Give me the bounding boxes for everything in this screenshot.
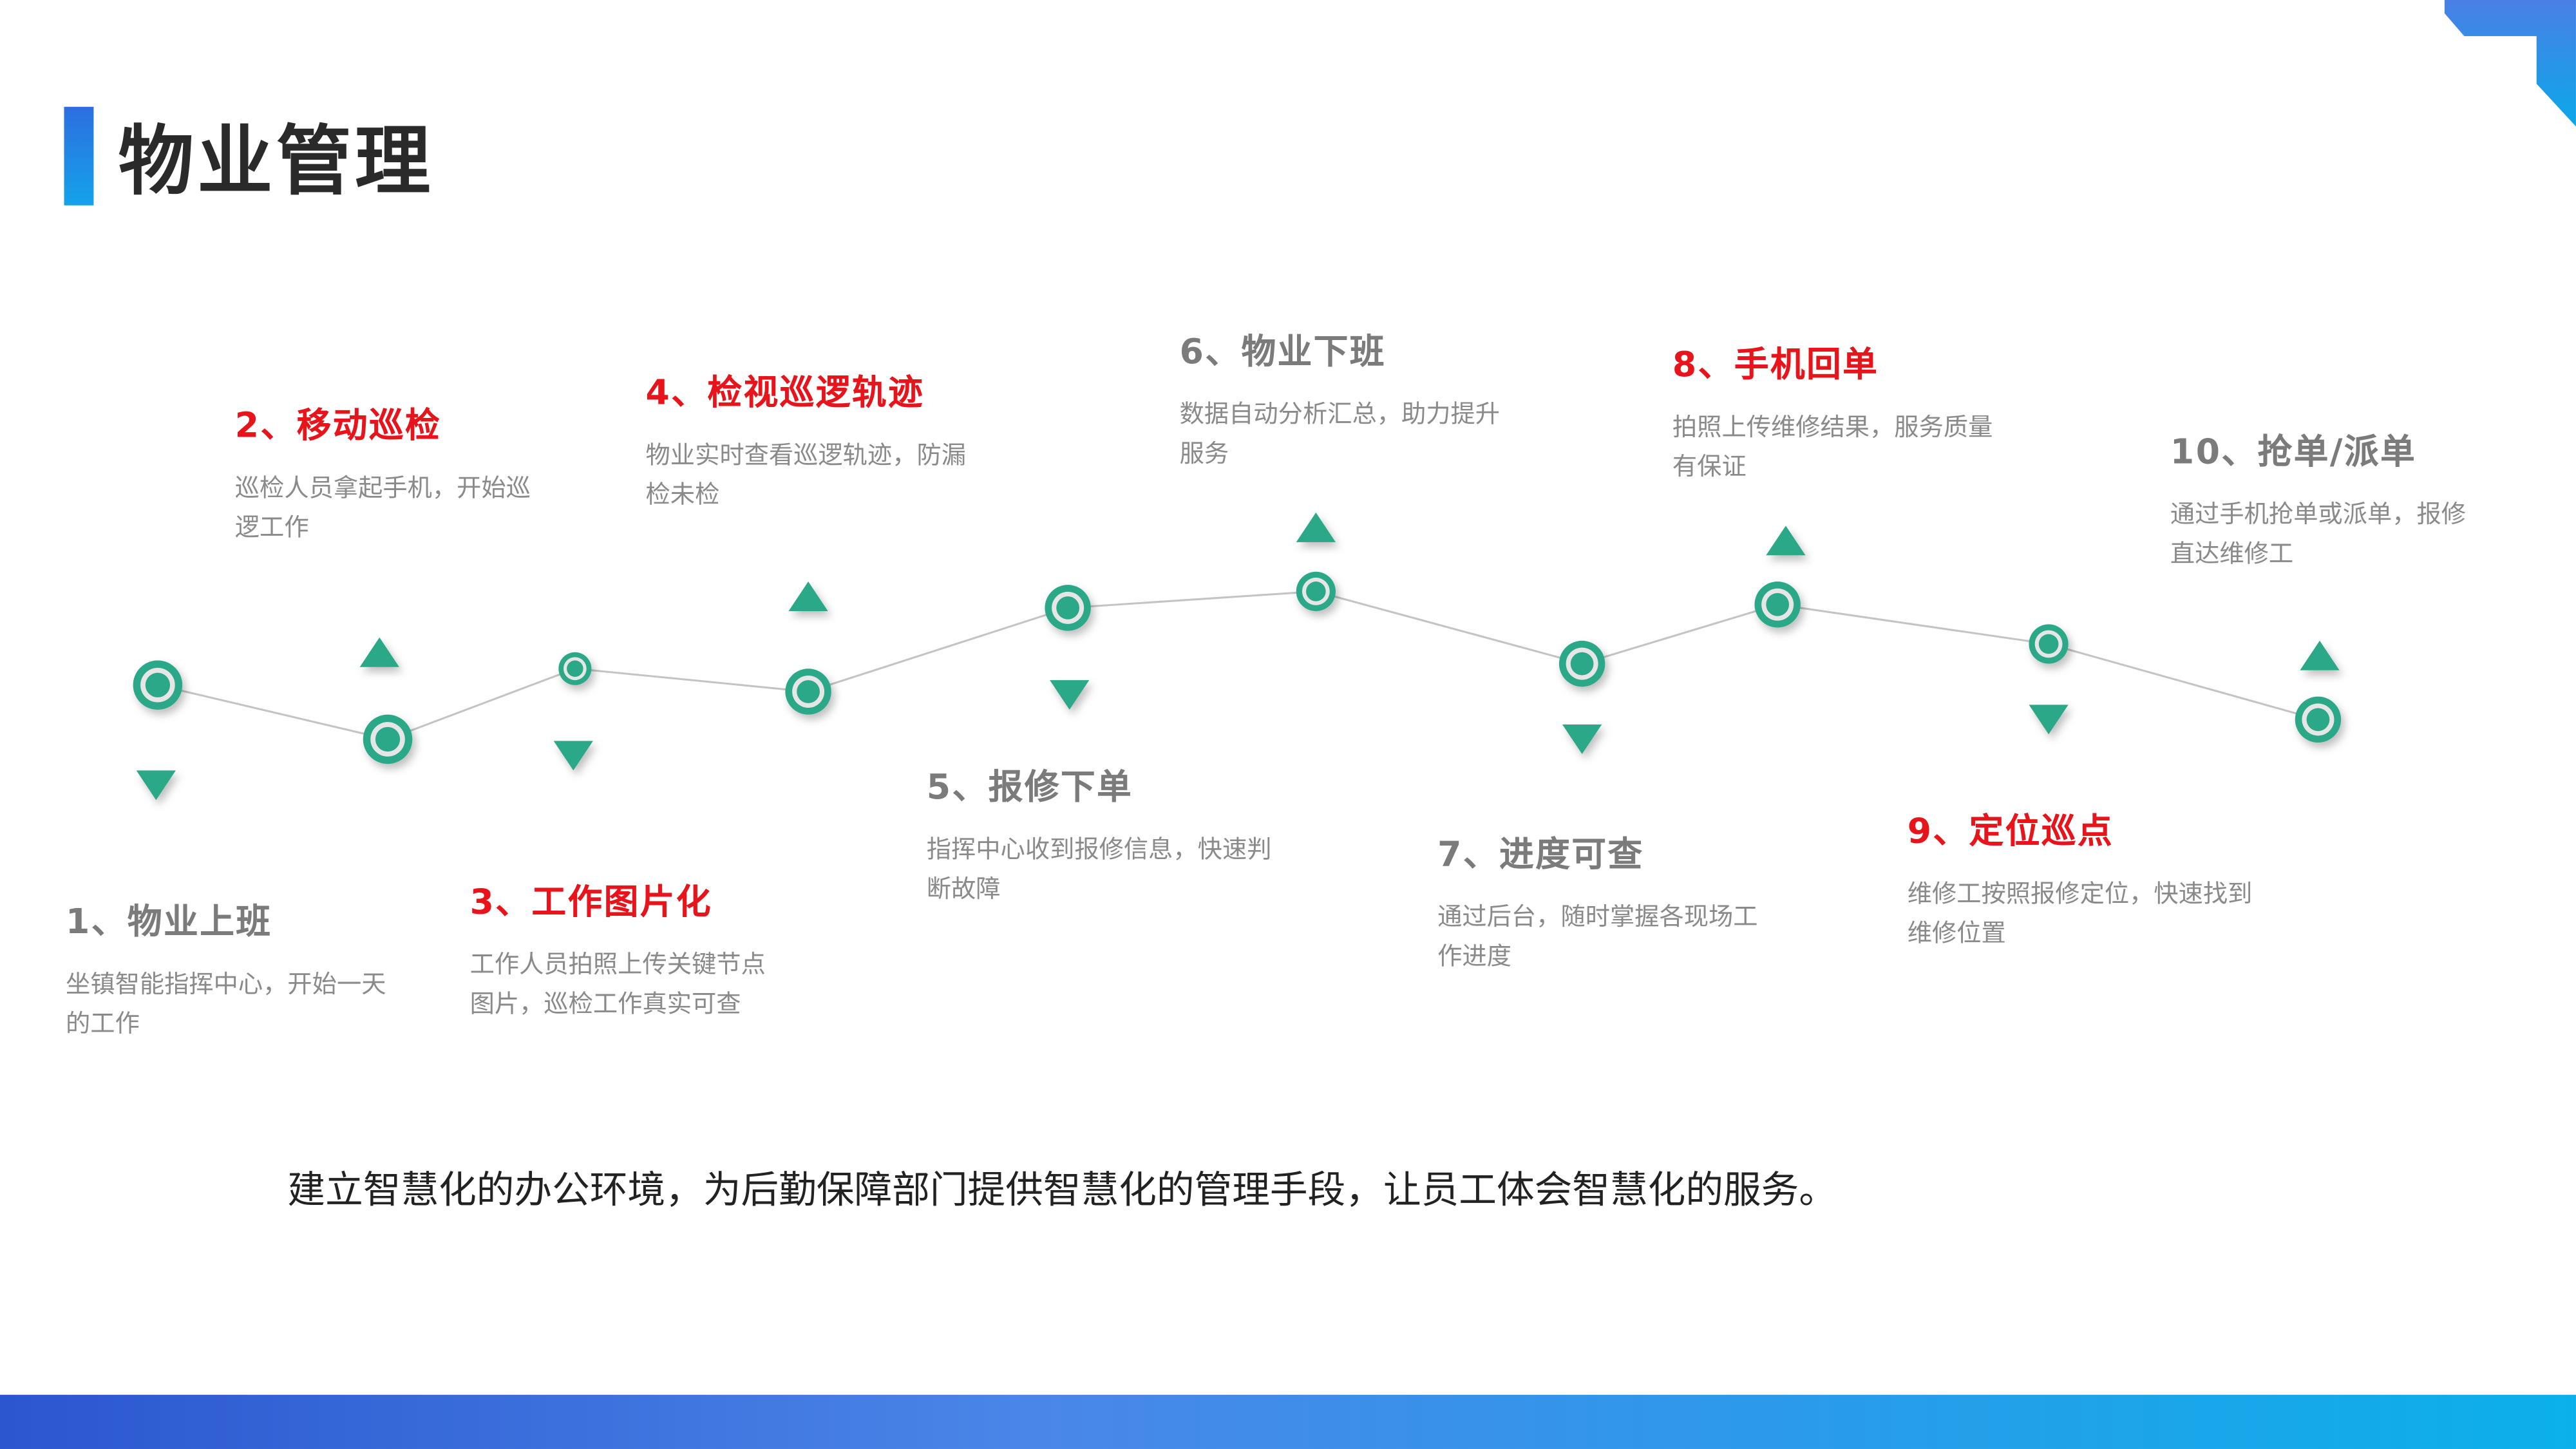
- step-title: 7、进度可查: [1437, 834, 1644, 875]
- timeline-connector: [1582, 603, 1778, 665]
- step-title: 2、移动巡检: [234, 406, 442, 446]
- step-description: 通过手机抢单或派单，报修直达维修工: [2170, 499, 2467, 569]
- triangle-down-icon: [2029, 705, 2069, 735]
- step-description: 拍照上传维修结果，服务质量有保证: [1672, 412, 1993, 482]
- timeline-connector: [808, 607, 1068, 693]
- step-description: 维修工按照报修定位，快速找到维修位置: [1907, 878, 2253, 948]
- step-9: 9、定位巡点维修工按照报修定位，快速找到维修位置: [1908, 805, 2269, 953]
- step-title: 3、工作图片化: [469, 882, 713, 922]
- timeline-connector: [1315, 590, 1583, 665]
- step-description: 巡检人员拿起手机，开始巡逻工作: [234, 473, 531, 542]
- triangle-down-icon: [1050, 680, 1090, 710]
- step-3: 3、工作图片化工作人员拍照上传关键节点图片，巡检工作真实可查: [470, 876, 774, 1024]
- page-title: 物业管理: [118, 117, 434, 205]
- triangle-up-icon: [1296, 512, 1336, 542]
- step-title: 6、物业下班: [1179, 332, 1387, 372]
- timeline-node-8: [1754, 582, 1801, 628]
- triangle-up-icon: [788, 582, 828, 611]
- step-description: 坐镇智能指挥中心，开始一天的工作: [66, 969, 386, 1039]
- step-7: 7、进度可查通过后台，随时掌握各现场工作进度: [1437, 828, 1766, 976]
- triangle-up-icon: [2300, 640, 2340, 670]
- step-5: 5、报修下单指挥中心收到报修信息，快速判断故障: [927, 761, 1288, 909]
- triangle-down-icon: [136, 770, 176, 800]
- step-description: 物业实时查看巡逻轨迹，防漏检未检: [645, 440, 967, 509]
- step-description: 通过后台，随时掌握各现场工作进度: [1437, 902, 1758, 971]
- timeline-node-7: [1558, 640, 1605, 687]
- step-title: 8、手机回单: [1672, 345, 1879, 384]
- bottom-bar: [0, 1394, 2576, 1449]
- step-description: 数据自动分析汇总，助力提升服务: [1179, 399, 1501, 469]
- step-title: 9、定位巡点: [1907, 811, 2114, 851]
- timeline-node-5: [1045, 585, 1091, 631]
- step-2: 2、移动巡检巡检人员拿起手机，开始巡逻工作: [235, 399, 539, 547]
- step-4: 4、检视巡逻轨迹物业实时查看巡逻轨迹，防漏检未检: [646, 366, 974, 515]
- step-6: 6、物业下班数据自动分析汇总，助力提升服务: [1180, 325, 1508, 473]
- timeline-connector: [157, 684, 388, 741]
- timeline-node-1: [133, 660, 183, 710]
- timeline-connector: [2048, 643, 2318, 721]
- summary-text: 建立智慧化的办公环境，为后勤保障部门提供智慧化的管理手段，让员工体会智慧化的服务…: [287, 1170, 1837, 1213]
- timeline-connector: [1777, 603, 2049, 645]
- timeline-connector: [387, 667, 576, 741]
- step-1: 1、物业上班坐镇智能指挥中心，开始一天的工作: [66, 895, 394, 1043]
- corner-decoration: [2444, 0, 2576, 127]
- step-title: 5、报修下单: [926, 767, 1133, 807]
- step-description: 指挥中心收到报修信息，快速判断故障: [926, 834, 1272, 904]
- step-8: 8、手机回单拍照上传维修结果，服务质量有保证: [1672, 339, 2001, 487]
- step-10: 10、抢单/派单通过手机抢单或派单，报修直达维修工: [2170, 426, 2474, 574]
- timeline-connector: [574, 667, 809, 693]
- triangle-down-icon: [1562, 724, 1602, 754]
- timeline-node-9: [2029, 624, 2069, 664]
- step-title: 10、抢单/派单: [2170, 431, 2417, 472]
- step-description: 工作人员拍照上传关键节点图片，巡检工作真实可查: [469, 949, 766, 1019]
- timeline-node-3: [558, 652, 592, 685]
- triangle-down-icon: [553, 741, 593, 771]
- step-title: 4、检视巡逻轨迹: [645, 373, 925, 413]
- triangle-up-icon: [1766, 526, 1806, 556]
- timeline-node-6: [1296, 571, 1336, 611]
- timeline-node-4: [785, 668, 831, 715]
- step-title: 1、物业上班: [66, 902, 272, 942]
- title-accent-bar: [64, 106, 94, 205]
- timeline-node-10: [2295, 696, 2342, 743]
- timeline-node-2: [363, 714, 413, 764]
- triangle-up-icon: [359, 637, 399, 667]
- timeline-connector: [1068, 590, 1316, 609]
